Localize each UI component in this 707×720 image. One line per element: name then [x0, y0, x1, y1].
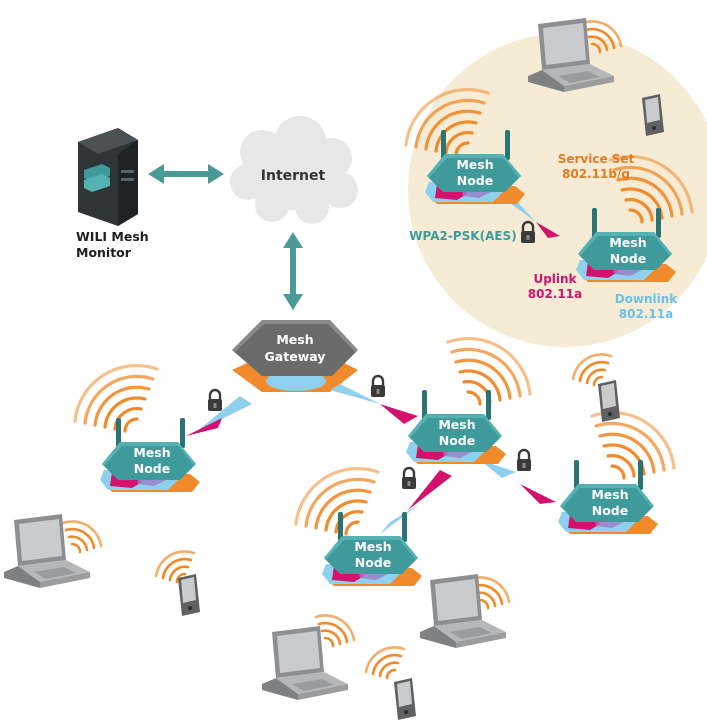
node-label-line2: Node [592, 503, 628, 518]
double-arrow-horizontal [148, 164, 224, 184]
wifi-waves-icon [61, 520, 103, 554]
node-label-line2: Node [610, 251, 646, 266]
node-label-line1: Mesh [438, 417, 475, 432]
laptop-icon [4, 514, 90, 588]
gateway-label-line2: Gateway [265, 349, 326, 364]
mesh-node-service-1: Mesh Node [425, 130, 525, 204]
internet-label: Internet [261, 168, 326, 184]
link-center-bottom [380, 470, 452, 534]
mesh-node-bottom: Mesh Node [322, 512, 422, 586]
pda-icon [598, 380, 620, 422]
laptop-icon [262, 626, 348, 700]
node-label-line2: Node [457, 173, 493, 188]
link-gateway-left [186, 396, 252, 436]
service-set-title: Service Set [558, 152, 635, 166]
padlock-icon [400, 466, 418, 491]
cloud-icon [230, 116, 358, 224]
wifi-waves-icon [294, 466, 380, 536]
uplink-standard: 802.11a [528, 287, 582, 301]
pda-icon [178, 574, 200, 616]
padlock-icon [369, 374, 387, 399]
downlink-label: Downlink [615, 292, 679, 306]
mesh-node-service-2: Mesh Node [576, 208, 676, 282]
node-label-line1: Mesh [133, 445, 170, 460]
security-label: WPA2-PSK(AES) [409, 229, 516, 243]
wifi-waves-icon [314, 614, 356, 648]
downlink-standard: 802.11a [619, 307, 673, 321]
gateway-label-line1: Mesh [276, 332, 313, 347]
service-set-standard: 802.11b/g [562, 167, 630, 181]
node-label-line1: Mesh [591, 487, 628, 502]
wifi-waves-icon [571, 353, 613, 387]
mesh-gateway [232, 320, 358, 392]
double-arrow-vertical [283, 232, 303, 310]
link-center-right [480, 460, 556, 504]
node-label-line2: Node [355, 555, 391, 570]
node-label-line2: Node [134, 461, 170, 476]
padlock-icon [515, 448, 533, 473]
mesh-node-right: Mesh Node [558, 460, 658, 534]
wifi-waves-icon [590, 410, 676, 480]
node-label-line1: Mesh [354, 539, 391, 554]
mesh-node-left: Mesh Node [100, 418, 200, 492]
mesh-node-center: Mesh Node [406, 390, 506, 464]
node-label-line1: Mesh [609, 235, 646, 250]
server-icon [78, 128, 138, 226]
link-gateway-right [330, 384, 418, 424]
monitor-label-line2: Monitor [76, 245, 132, 260]
node-label-line1: Mesh [456, 157, 493, 172]
node-label-line2: Node [439, 433, 475, 448]
wifi-waves-icon [364, 646, 406, 680]
laptop-icon [420, 574, 506, 648]
monitor-label-line1: WILI Mesh [76, 229, 149, 244]
uplink-label: Uplink [533, 272, 577, 286]
padlock-icon [206, 388, 224, 413]
pda-icon [394, 678, 416, 720]
